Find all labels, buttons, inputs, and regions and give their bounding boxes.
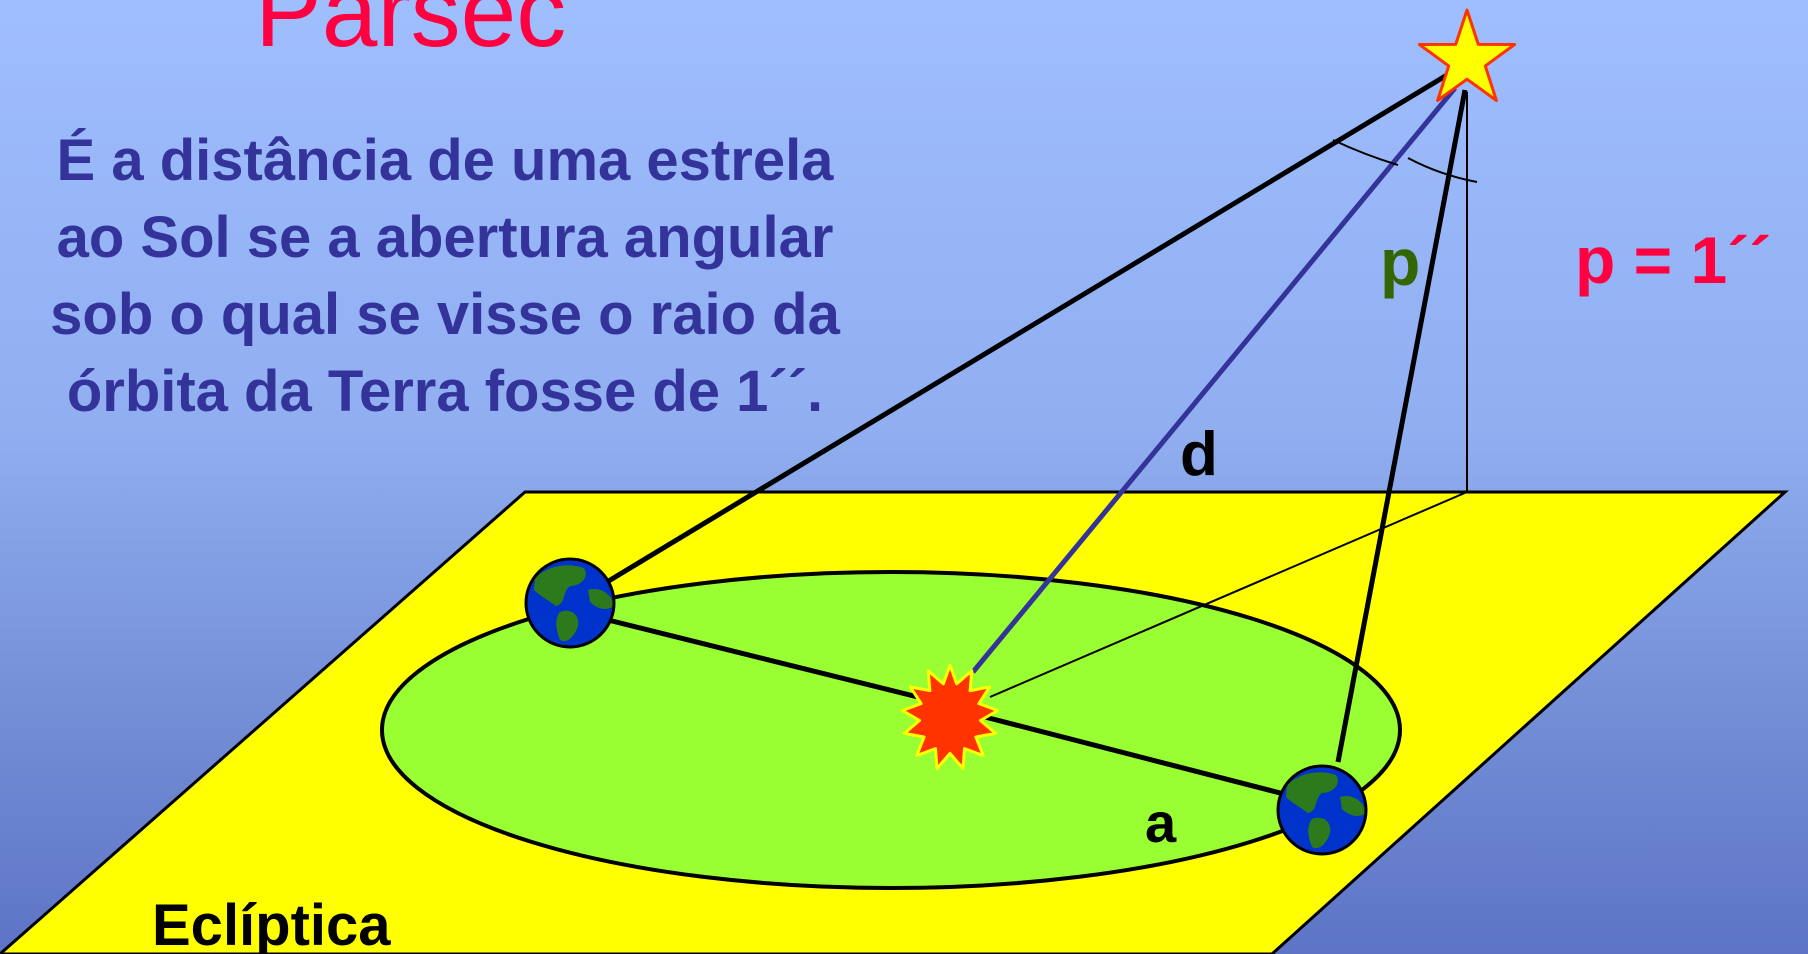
sun-icon [900,663,1000,770]
label-p: p [1380,225,1420,299]
earth-orbit [380,570,1402,890]
sight-line-earth-left [600,69,1454,588]
star-icon [1417,8,1517,102]
definition-line-1: É a distância de uma estrela [56,128,834,193]
definition-line-4: órbita da Terra fosse de 1´´. [66,359,824,424]
angle-arc-inner [1407,157,1478,183]
slide-title: Parsec [255,0,567,68]
label-p-value: p = 1´´ [1575,223,1771,297]
earth-globe-icon [1276,764,1368,856]
star-projection-to-sun [989,491,1468,698]
angle-arc-outer [1332,139,1399,166]
label-ecliptic: Eclíptica [152,893,391,954]
parsec-definition: É a distância de uma estrela ao Sol se a… [0,122,890,430]
radius-line-earth-right [984,714,1289,798]
sight-line-earth-right [1335,89,1468,763]
sight-line-sun-distance [971,86,1457,674]
earth-globe-icon [524,557,616,649]
radius-line-earth-left [599,615,951,708]
label-a: a [1145,791,1177,854]
definition-line-3: sob o qual se visse o raio da [50,282,840,347]
definition-line-2: ao Sol se a abertura angular [56,205,834,270]
label-d: d [1180,420,1218,489]
